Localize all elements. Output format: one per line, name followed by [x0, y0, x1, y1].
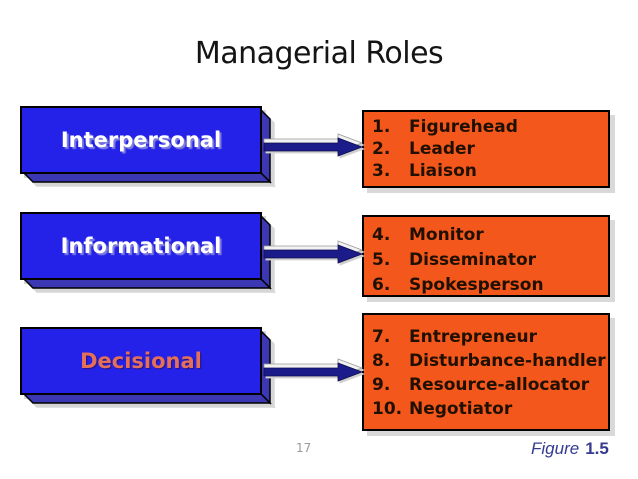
role-item: 2. Leader [372, 138, 606, 160]
role-number: 2. [372, 139, 391, 159]
role-item: 5. Disseminator [372, 248, 606, 273]
role-item: 1. Figurehead [372, 116, 606, 138]
right-arrow-icon [263, 133, 364, 157]
category-box-informational: Informational [20, 212, 272, 292]
page-number: 17 [296, 441, 312, 455]
role-item: 7. Entrepreneur [372, 325, 608, 349]
cube-shape [20, 106, 272, 184]
figure-caption-label: Figure [531, 439, 580, 458]
right-arrow-icon [263, 358, 364, 382]
role-label: Monitor [409, 225, 484, 245]
role-label: Figurehead [409, 117, 518, 137]
cube-shape [20, 212, 272, 290]
role-label: Leader [409, 139, 475, 159]
role-item: 4. Monitor [372, 223, 606, 248]
figure-caption: Figure 1.5 [531, 439, 609, 459]
role-list-interpersonal: 1. Figurehead 2. Leader 3. Liaison [362, 110, 610, 188]
role-label: Entrepreneur [409, 327, 537, 347]
role-number: 8. [372, 351, 391, 371]
category-label: Informational [60, 234, 222, 258]
role-list-decisional: 7. Entrepreneur 8. Disturbance-handler 9… [362, 313, 610, 431]
category-label: Decisional [80, 349, 202, 373]
role-number: 7. [372, 327, 391, 347]
role-number: 1. [372, 117, 391, 137]
role-item: 9. Resource-allocator [372, 373, 608, 397]
role-number: 5. [372, 250, 391, 270]
figure-caption-number: 1.5 [585, 439, 609, 458]
slide-title: Managerial Roles [194, 36, 444, 71]
role-number: 6. [372, 275, 391, 295]
role-item: 3. Liaison [372, 160, 606, 182]
role-label: Spokesperson [409, 275, 544, 295]
role-item: 10. Negotiator [372, 397, 608, 421]
role-label: Negotiator [409, 399, 513, 419]
role-label: Disseminator [409, 250, 537, 270]
cube-shape [20, 327, 272, 405]
right-arrow-icon [263, 240, 364, 264]
category-label: Interpersonal [60, 128, 222, 152]
role-label: Disturbance-handler [409, 351, 606, 371]
role-item: 6. Spokesperson [372, 273, 606, 298]
role-list-informational: 4. Monitor 5. Disseminator 6. Spokespers… [362, 215, 610, 297]
category-box-interpersonal: Interpersonal [20, 106, 272, 186]
category-box-decisional: Decisional [20, 327, 272, 407]
role-number: 3. [372, 161, 391, 181]
role-label: Liaison [409, 161, 477, 181]
role-label: Resource-allocator [409, 375, 590, 395]
role-number: 9. [372, 375, 391, 395]
role-number: 10. [372, 399, 403, 419]
role-item: 8. Disturbance-handler [372, 349, 608, 373]
role-number: 4. [372, 225, 391, 245]
